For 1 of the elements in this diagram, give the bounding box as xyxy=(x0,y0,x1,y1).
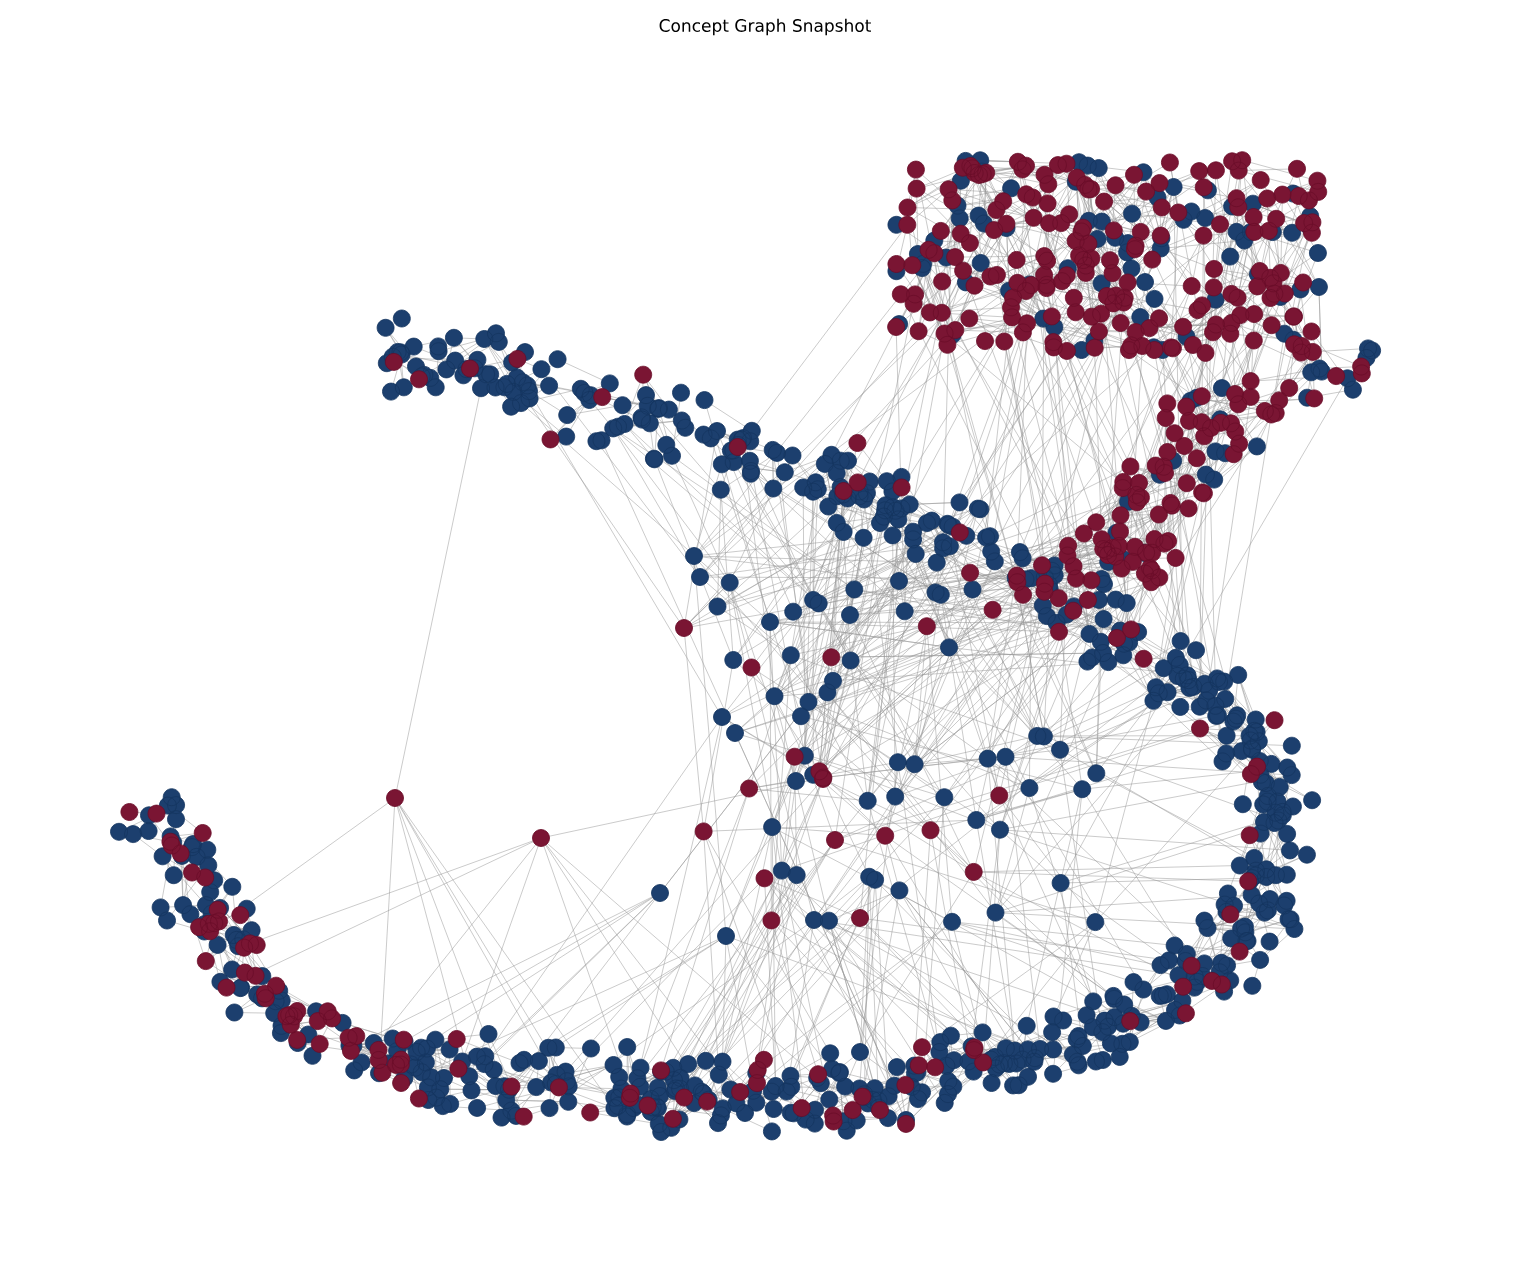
title: Concept Graph Snapshot xyxy=(659,18,871,36)
